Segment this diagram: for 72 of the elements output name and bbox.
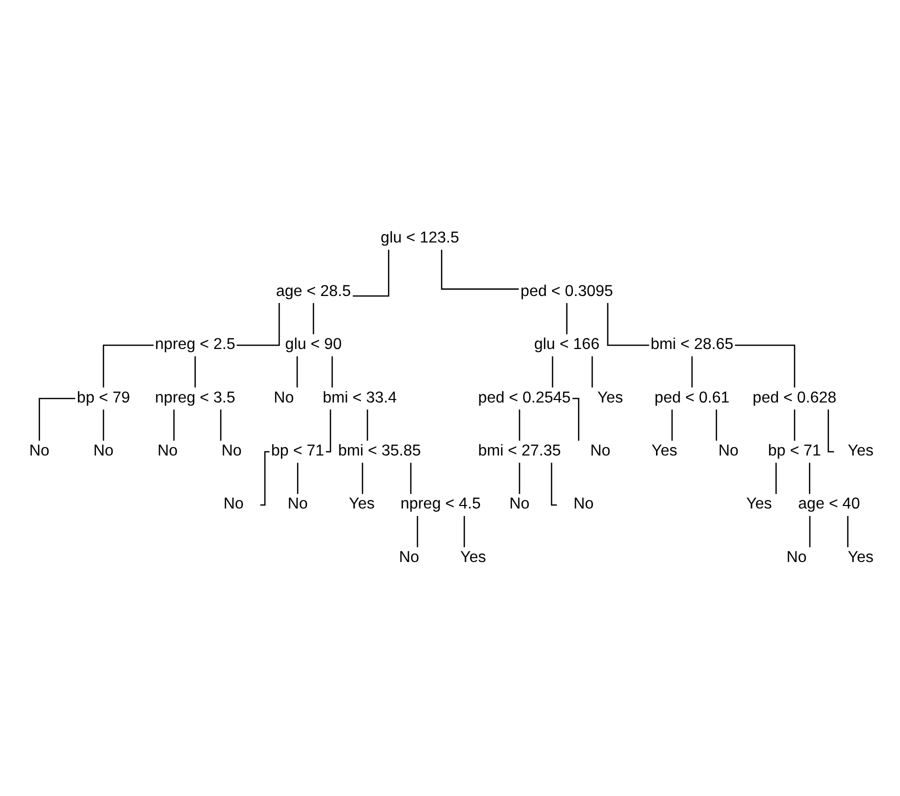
connector bbox=[173, 409, 175, 440]
connector bbox=[312, 302, 314, 334]
node-text: ped < 0.3095 bbox=[520, 282, 614, 300]
connector bbox=[366, 409, 368, 440]
node-text: No bbox=[288, 495, 308, 512]
node-text: Yes bbox=[460, 548, 486, 566]
node-text: No bbox=[574, 495, 594, 512]
node-text: No bbox=[590, 442, 610, 459]
node-text: npreg < 3.5 bbox=[155, 388, 236, 406]
connector bbox=[518, 462, 520, 494]
connector bbox=[297, 462, 298, 494]
node-text: ped < 0.628 bbox=[752, 388, 836, 406]
node-text: ped < 0.2545 bbox=[478, 388, 571, 406]
node-text: ped < 0.61 bbox=[654, 388, 730, 406]
connector bbox=[296, 356, 298, 387]
connector bbox=[362, 462, 364, 494]
node-text: No bbox=[786, 548, 807, 566]
node-text: bmi < 28.65 bbox=[650, 336, 734, 353]
node-text: Yes bbox=[746, 495, 772, 512]
connector bbox=[716, 409, 718, 440]
connector bbox=[440, 249, 519, 290]
node-text: Yes bbox=[652, 442, 678, 459]
connector bbox=[691, 356, 693, 387]
connector bbox=[775, 462, 777, 494]
node-text: bmi < 35.85 bbox=[338, 442, 421, 459]
node-text: No bbox=[157, 442, 178, 459]
connector bbox=[794, 409, 796, 440]
node-text: No bbox=[509, 495, 530, 512]
connector bbox=[194, 356, 196, 387]
node-text: age < 28.5 bbox=[276, 282, 351, 300]
connector bbox=[592, 356, 593, 387]
node-text: bp < 71 bbox=[768, 442, 822, 459]
connector bbox=[410, 462, 412, 494]
node-text: npreg < 4.5 bbox=[400, 495, 481, 512]
connector bbox=[38, 397, 76, 440]
connector bbox=[518, 409, 520, 440]
node-text: bmi < 27.35 bbox=[478, 442, 561, 459]
connector bbox=[352, 249, 390, 296]
node-text: npreg < 2.5 bbox=[155, 336, 236, 353]
node-text: bp < 71 bbox=[271, 442, 324, 459]
connector bbox=[464, 516, 465, 547]
connector bbox=[220, 409, 222, 440]
connector bbox=[607, 302, 650, 346]
node-text: age < 40 bbox=[798, 495, 860, 512]
node-text: bmi < 33.4 bbox=[322, 388, 397, 406]
connector bbox=[102, 344, 154, 387]
node-text: No bbox=[399, 548, 420, 566]
node-text: Yes bbox=[348, 495, 375, 512]
connector bbox=[332, 356, 333, 387]
node-text: No bbox=[274, 388, 294, 406]
node-text: Yes bbox=[848, 442, 874, 459]
connector bbox=[552, 356, 554, 387]
connector bbox=[809, 516, 810, 547]
node-text: glu < 123.5 bbox=[380, 229, 460, 246]
node-text: No bbox=[222, 442, 242, 459]
node-text: No bbox=[29, 442, 50, 459]
connector bbox=[671, 409, 673, 440]
node-text: glu < 166 bbox=[534, 336, 600, 353]
node-text: glu < 90 bbox=[285, 336, 342, 353]
node-text: Yes bbox=[848, 548, 874, 566]
connector bbox=[734, 344, 796, 387]
node-text: No bbox=[718, 442, 739, 459]
connector bbox=[566, 302, 568, 334]
node-text: No bbox=[93, 442, 114, 459]
node-text: No bbox=[224, 495, 244, 512]
connector bbox=[847, 516, 848, 547]
node-text: Yes bbox=[597, 388, 624, 406]
node-text: bp < 79 bbox=[76, 388, 130, 406]
connector bbox=[808, 462, 810, 494]
connector bbox=[236, 302, 280, 346]
connector bbox=[102, 409, 104, 440]
connector bbox=[416, 516, 418, 547]
